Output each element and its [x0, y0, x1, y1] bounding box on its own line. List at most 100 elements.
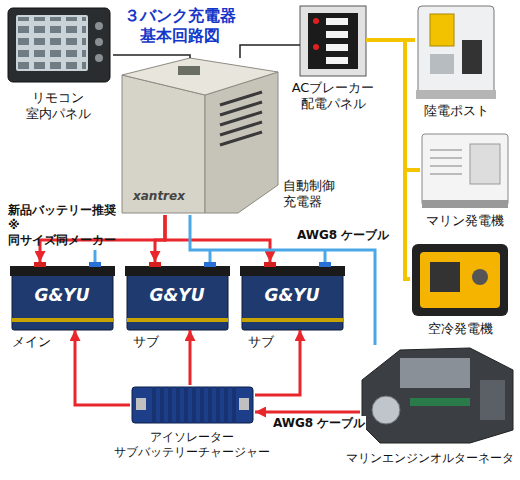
- component-label: 空冷発電機: [428, 321, 493, 337]
- ac-breaker-panel-illustration: [326, 31, 348, 38]
- air-cooled-generator-illustration: [420, 252, 500, 308]
- ac-breaker-panel-illustration: [308, 13, 358, 69]
- battery-illustration: [240, 266, 345, 276]
- marine-engine-illustration: [362, 348, 513, 443]
- ac-breaker-panel-illustration: [300, 6, 366, 76]
- battery-illustration: [125, 266, 230, 276]
- isolator-illustration: [132, 387, 253, 423]
- marine-engine-illustration: [410, 398, 470, 406]
- remote-panel-illustration: [8, 8, 110, 82]
- marine-generator-illustration: [430, 165, 462, 167]
- diagram-title: ３バンク充電器 基本回路図: [124, 6, 236, 46]
- cable-label: AWG8 ケーブル: [296, 228, 390, 243]
- battery-illustration: [127, 272, 228, 330]
- isolator-illustration: [150, 387, 236, 423]
- shore-power-post-illustration: [430, 54, 454, 74]
- remote-panel-illustration: [8, 8, 110, 82]
- remote-panel-illustration: [95, 54, 103, 62]
- component-box: アイソレーター サブバッテリーチャージャー: [130, 385, 255, 425]
- battery-illustration: [10, 266, 115, 276]
- marine-generator-illustration: [422, 134, 508, 206]
- ac-breaker-panel-illustration: [326, 18, 348, 25]
- shore-power-post-illustration: [416, 90, 496, 99]
- component-label: サブ: [248, 334, 274, 350]
- charger-illustration: [178, 66, 200, 75]
- marine-engine-illustration: [362, 348, 513, 443]
- battery-illustration: [204, 262, 216, 267]
- air-cooled-generator-illustration: [412, 244, 508, 316]
- component-box: リモコン 室内パネル: [5, 5, 113, 85]
- component-box: 空冷発電機: [410, 240, 510, 318]
- battery-illustration: [12, 318, 113, 322]
- ac-breaker-panel-illustration: [326, 57, 348, 64]
- remote-panel-illustration: [16, 15, 88, 71]
- cable-label: AWG8 ケーブル: [272, 416, 366, 431]
- brand-logo: G&YU: [265, 285, 320, 306]
- charger-illustration: [220, 92, 262, 145]
- battery-illustration: [125, 262, 230, 330]
- shore-power-post-illustration: [430, 14, 454, 46]
- air-cooled-generator-illustration: [472, 269, 488, 285]
- shore-power-post-illustration: [416, 6, 496, 99]
- component-box: マリンエンジンオルターネータ: [360, 345, 513, 443]
- cable-connector: [366, 40, 410, 279]
- marine-engine-illustration: [480, 380, 505, 420]
- battery-illustration: [240, 262, 345, 330]
- component-box: マリン発電機: [420, 130, 510, 210]
- remote-panel-illustration: [18, 17, 86, 69]
- charger-illustration: [122, 58, 278, 213]
- cable-connector: [240, 45, 300, 58]
- component-label: マリン発電機: [426, 213, 504, 229]
- brand-logo: xantrex: [133, 189, 185, 204]
- negative-wire: [209, 250, 212, 262]
- battery-illustration: [319, 262, 331, 267]
- negative-wire: [95, 250, 325, 262]
- component-label: 陸電ポスト: [424, 103, 489, 119]
- charger-illustration: [122, 58, 278, 95]
- component-label: マリンエンジンオルターネータ: [346, 451, 514, 466]
- charger-illustration: [122, 75, 205, 213]
- marine-generator-illustration: [422, 200, 508, 208]
- marine-generator-illustration: [422, 134, 508, 208]
- brand-logo: G&YU: [35, 285, 90, 306]
- component-box: 陸電ポスト: [415, 3, 497, 100]
- component-label: アイソレーター サブバッテリーチャージャー: [114, 430, 270, 460]
- component-label: サブ: [133, 334, 159, 350]
- marine-generator-illustration: [430, 157, 462, 159]
- battery-illustration: [149, 262, 161, 267]
- component-label: 自動制御 充電器: [283, 178, 335, 211]
- marine-generator-illustration: [430, 150, 462, 174]
- battery-illustration: [89, 262, 101, 267]
- air-cooled-generator-illustration: [430, 262, 460, 292]
- battery-illustration: [12, 272, 113, 330]
- ac-breaker-panel-illustration: [313, 18, 319, 24]
- ac-breaker-panel-illustration: [326, 44, 348, 51]
- battery-illustration: [242, 272, 343, 330]
- cable-connector: [165, 215, 270, 262]
- remote-panel-illustration: [95, 22, 103, 30]
- battery-illustration: [264, 262, 276, 267]
- marine-engine-illustration: [372, 396, 400, 424]
- component-label: リモコン 室内パネル: [26, 90, 91, 123]
- ac-breaker-panel-illustration: [313, 44, 319, 50]
- remote-panel-illustration: [95, 38, 103, 46]
- cable-connector: [255, 411, 360, 414]
- charger-illustration: [220, 132, 262, 145]
- battery-illustration: [242, 318, 343, 322]
- brand-logo: G&YU: [150, 285, 205, 306]
- battery-illustration: [34, 262, 46, 267]
- marine-generator-illustration: [430, 173, 462, 175]
- charger-illustration: [205, 72, 278, 213]
- cable-connector: [366, 40, 420, 170]
- battery-illustration: [127, 318, 228, 322]
- marine-generator-illustration: [430, 149, 462, 151]
- isolator-illustration: [239, 398, 249, 410]
- marine-generator-illustration: [470, 144, 500, 184]
- negative-wire: [94, 250, 97, 262]
- component-box: ACブレーカー 配電パネル: [300, 5, 366, 77]
- isolator-illustration: [136, 398, 146, 410]
- air-cooled-generator-illustration: [412, 244, 508, 316]
- cable-connector: [113, 55, 190, 58]
- marine-engine-illustration: [400, 358, 470, 388]
